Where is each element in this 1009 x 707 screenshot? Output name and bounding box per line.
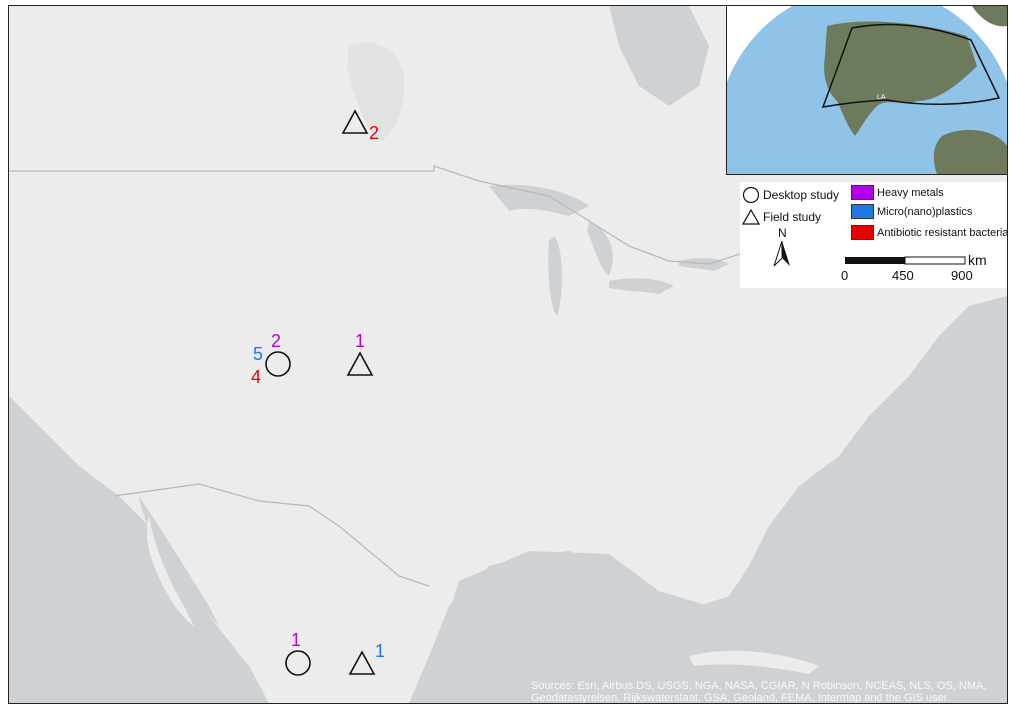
marker-count: 2 — [271, 331, 282, 351]
north-america-land — [9, 6, 1007, 703]
legend-heavy-metals: Heavy metals — [851, 185, 944, 200]
legend-desktop-study: Desktop study — [742, 186, 839, 204]
locator-inset-map: LA — [726, 6, 1007, 175]
color-swatch — [851, 225, 874, 240]
marker-count: 1 — [291, 630, 302, 650]
legend-label: Antibiotic resistant bacteria — [877, 226, 1008, 239]
circle-icon — [742, 186, 760, 204]
north-arrow-label: N — [778, 226, 787, 240]
gulf-of-california — [139, 496, 219, 626]
legend-micronanoplastics: Micro(nano)plastics — [851, 204, 972, 219]
attribution-text: Sources: Esri, Airbus DS, USGS, NGA, NAS… — [531, 680, 1007, 704]
marker-count: 5 — [253, 344, 264, 364]
inset-label: LA — [877, 94, 886, 101]
globe-south-america — [933, 129, 1007, 174]
scale-tick: 0 — [841, 268, 849, 283]
marker-count: 4 — [251, 367, 262, 387]
baja-peninsula — [146, 516, 194, 626]
circle-icon — [285, 650, 311, 676]
desktop-study-marker-mexico[interactable] — [283, 648, 313, 678]
legend-label: Heavy metals — [877, 186, 944, 199]
gulf-of-mexico — [429, 551, 749, 703]
field-study-marker-canada[interactable] — [341, 109, 369, 135]
us-mexico-border — [113, 483, 430, 587]
legend-label: Field study — [763, 210, 822, 224]
scale-tick: 900 — [951, 268, 973, 283]
attribution-line: Geodatastyrelsen, Rijkswaterstaat, GSA, … — [531, 692, 948, 704]
attribution-line: Sources: Esri, Airbus DS, USGS, NGA, NAS… — [531, 680, 987, 692]
cuba — [689, 650, 819, 674]
legend-antibiotic-bacteria: Antibiotic resistant bacteria — [851, 225, 1008, 240]
north-arrow-icon — [773, 240, 790, 267]
legend: Desktop study Field study Heavy metals M… — [740, 182, 1008, 288]
globe: LA — [727, 6, 1007, 174]
northern-islands — [347, 42, 405, 141]
scale-bar — [845, 256, 966, 265]
marker-count: 1 — [355, 331, 366, 351]
legend-field-study: Field study — [742, 208, 821, 226]
great-lakes — [489, 184, 729, 316]
color-swatch — [851, 204, 874, 219]
marker-count: 2 — [369, 123, 380, 143]
desktop-study-marker-usa[interactable] — [263, 349, 293, 379]
legend-label: Desktop study — [763, 188, 840, 202]
triangle-icon — [348, 650, 376, 675]
extent-indicator — [821, 23, 1001, 108]
triangle-icon — [341, 109, 369, 134]
globe-north-america — [824, 21, 977, 136]
map-frame[interactable]: 2 2 5 4 1 1 1 LA Desktop study — [8, 5, 1008, 704]
field-study-marker-usa[interactable] — [346, 351, 374, 377]
hudson-bay — [609, 6, 709, 106]
field-study-marker-mexico[interactable] — [348, 650, 376, 676]
legend-label: Micro(nano)plastics — [877, 205, 973, 218]
triangle-icon — [742, 208, 760, 225]
circle-icon — [265, 351, 291, 377]
color-swatch — [851, 185, 874, 200]
triangle-icon — [346, 351, 374, 376]
scale-tick: 450 — [892, 268, 914, 283]
scale-unit: km — [968, 252, 987, 268]
globe-greenland — [972, 6, 1007, 27]
canada-us-border — [9, 165, 780, 265]
marker-count: 1 — [375, 641, 386, 661]
